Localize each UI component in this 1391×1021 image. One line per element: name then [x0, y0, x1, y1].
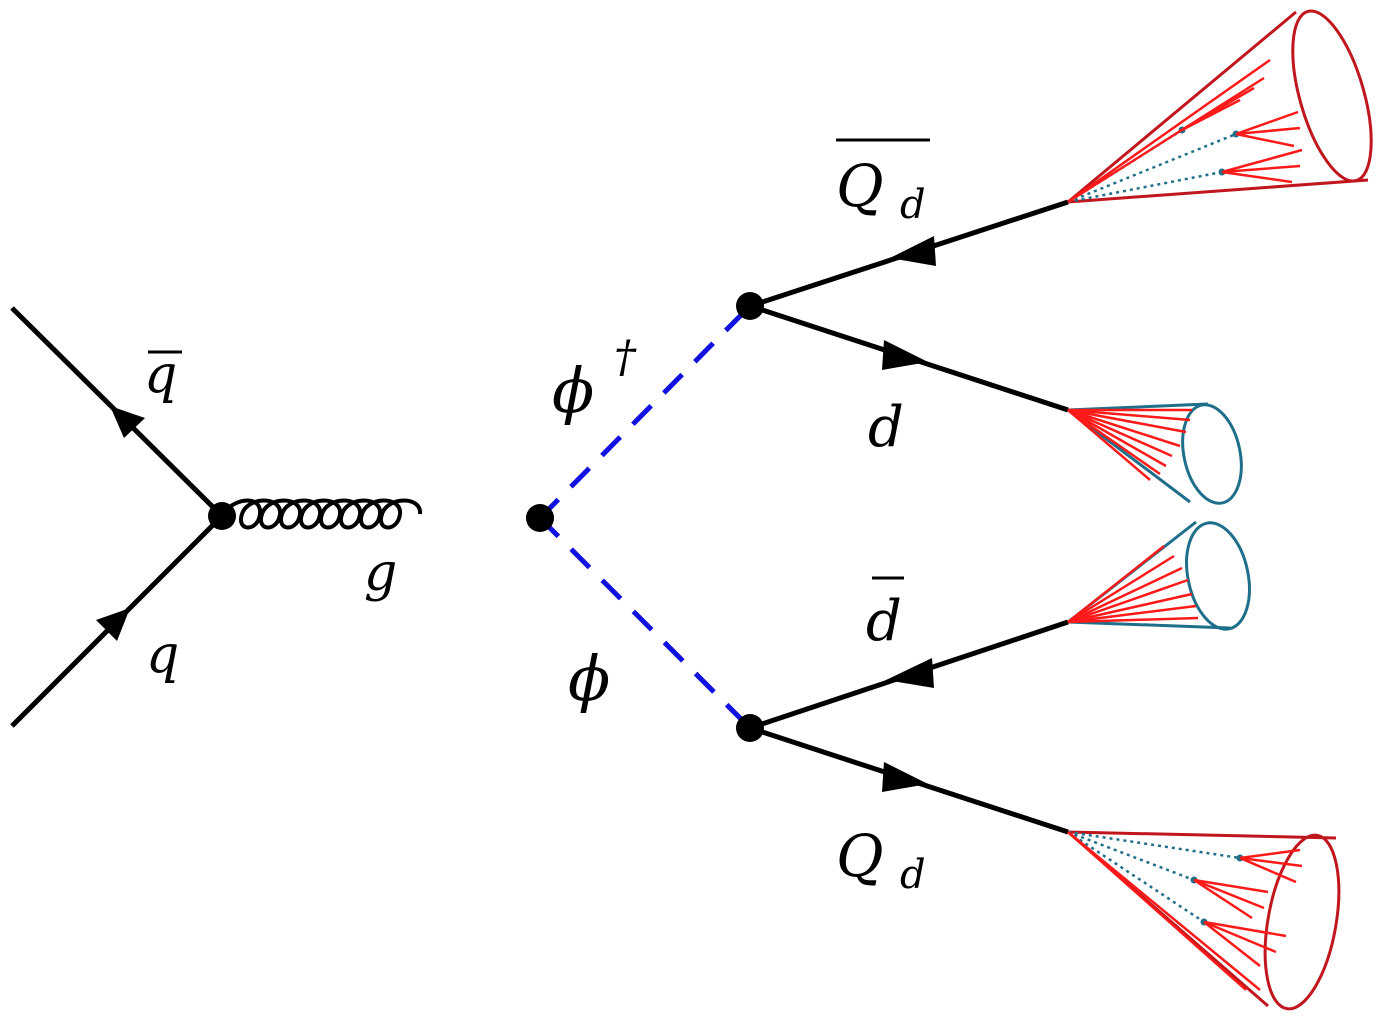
label-d-bar: d: [866, 576, 904, 654]
label-dagger: †: [614, 332, 637, 383]
label-Qd: Q d: [836, 822, 926, 898]
Qd-bar-arrow: [890, 236, 936, 266]
label-d: d: [868, 395, 904, 460]
visible-jet-d-bar: [1067, 520, 1251, 631]
antiquark-arrow: [110, 406, 145, 438]
label-Qd-bar: Q d: [836, 138, 930, 228]
gluon-line: [220, 498, 422, 530]
dark-jet-bottom: [1067, 830, 1341, 1011]
vertex-phi-dagger: [736, 292, 764, 320]
label-Qd-symbol: Q: [836, 822, 884, 890]
vertex-g-phi: [526, 504, 554, 532]
vertex-qqg: [208, 502, 236, 530]
label-q: q: [146, 625, 179, 685]
phi-line: [538, 516, 752, 730]
dark-jet-top-tracks: [1067, 58, 1303, 204]
label-qbar: q: [144, 345, 182, 405]
antiquark-line: [10, 306, 224, 518]
label-g: g: [364, 543, 397, 603]
phi-dagger-line: [538, 304, 752, 520]
quark-line: [10, 514, 224, 728]
dark-jet-top: [1067, 9, 1373, 204]
d-arrow: [882, 340, 928, 370]
visible-jet-d: [1067, 402, 1243, 505]
label-Qd-subscript: d: [900, 852, 926, 898]
Qd-arrow: [882, 762, 928, 792]
Qd-line: [749, 725, 1069, 835]
d-bar-line: [749, 619, 1069, 731]
Qd-bar-line: [749, 199, 1069, 309]
label-Qd-bar-symbol: Q: [836, 152, 884, 220]
label-Qd-bar-subscript: d: [900, 182, 926, 228]
dark-jet-bottom-dotted-tracks: [1067, 830, 1241, 924]
label-phi-dagger: ϕ †: [552, 332, 637, 427]
d-line: [749, 303, 1069, 413]
dark-jet-bottom-tracks: [1067, 831, 1303, 991]
label-d-bar-symbol: d: [866, 589, 902, 654]
label-phi-dagger-symbol: ϕ: [552, 354, 594, 427]
vertex-phi: [736, 714, 764, 742]
label-qbar-text: q: [144, 345, 177, 405]
quark-arrow: [96, 608, 130, 641]
d-bar-arrow: [886, 658, 934, 688]
label-phi: ϕ: [568, 642, 610, 715]
